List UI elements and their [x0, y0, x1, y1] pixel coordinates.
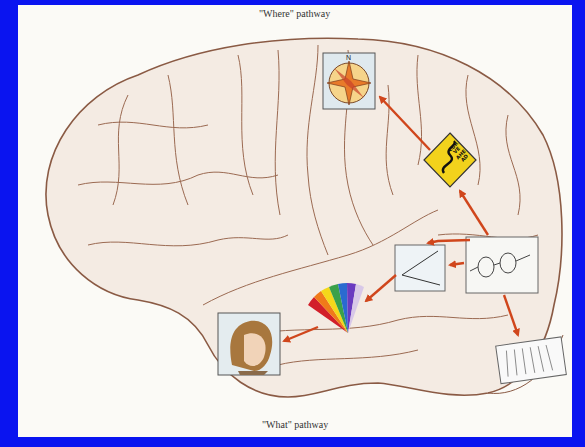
angle-icon — [395, 245, 445, 291]
grating-card-icon — [496, 337, 567, 384]
glasses-icon — [466, 237, 538, 293]
pathway-title: "Where" pathway — [259, 8, 330, 19]
color-fan-icon — [308, 283, 364, 333]
brain-outline — [46, 38, 562, 397]
pathway-arrows — [284, 97, 518, 341]
pathway-caption: "What" pathway — [262, 419, 328, 430]
face-icon — [218, 313, 280, 375]
frame: N — [18, 5, 572, 437]
sulci — [78, 45, 538, 365]
brain-illustration: N — [18, 5, 572, 437]
svg-text:N: N — [346, 54, 351, 61]
compass-icon: N — [323, 53, 375, 109]
road-sign-icon — [424, 133, 476, 187]
